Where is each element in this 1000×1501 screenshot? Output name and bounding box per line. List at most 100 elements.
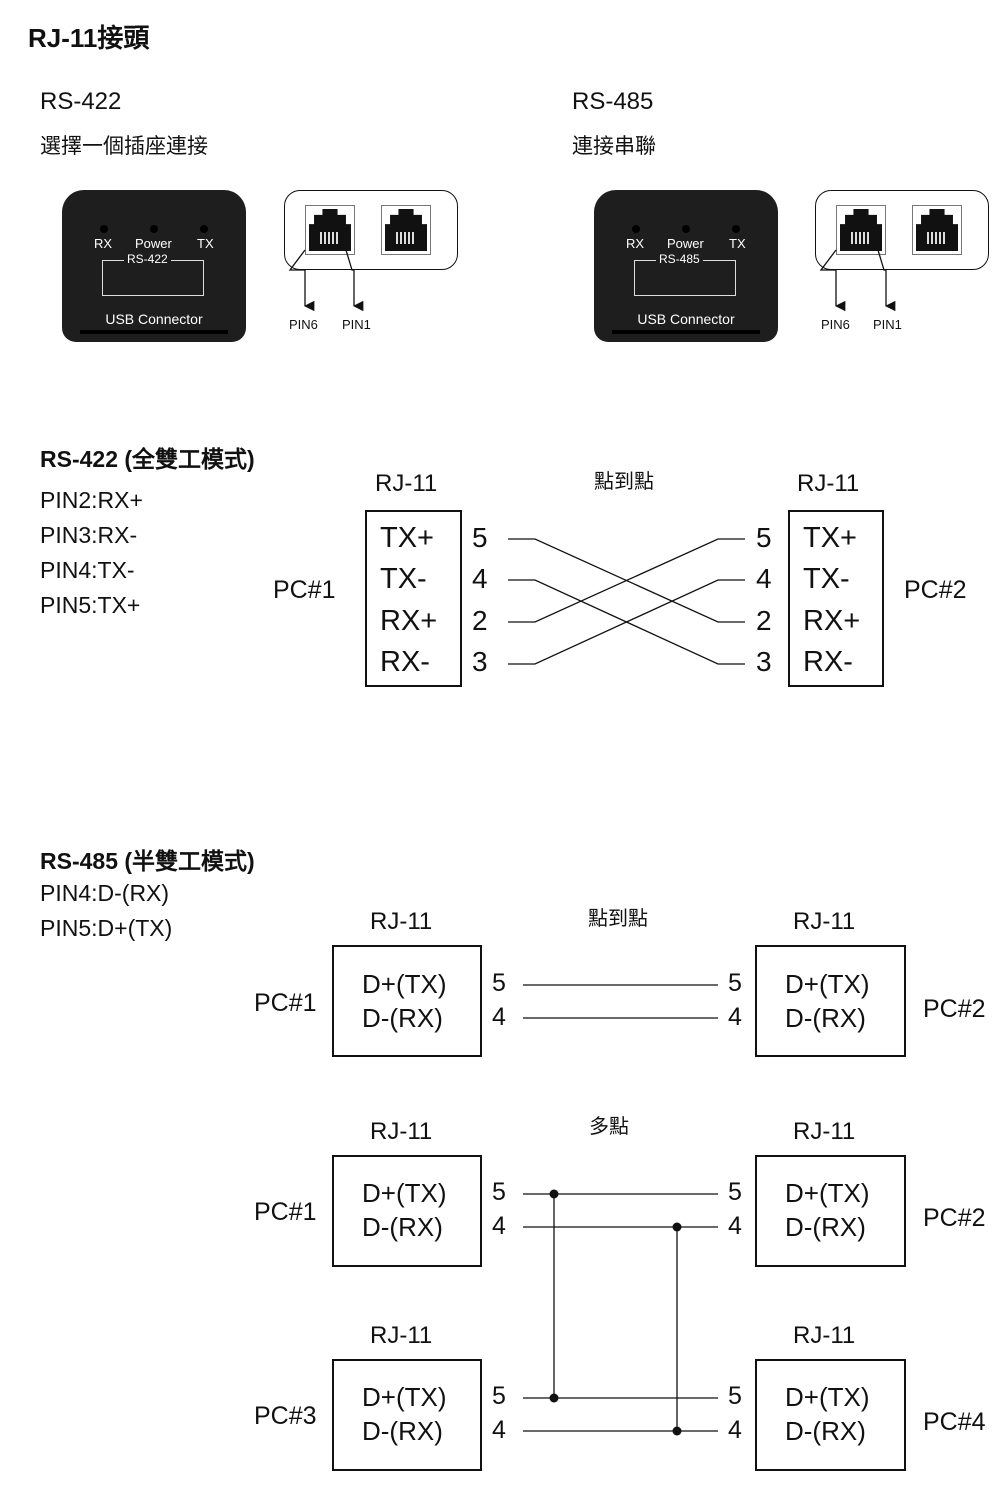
pin1-label: PIN1	[873, 317, 902, 332]
rs485-multi-rj11-label: RJ-11	[793, 1118, 856, 1145]
signal-label: D-(RX)	[785, 1003, 866, 1033]
pin-assignment: PIN3:RX-	[40, 522, 138, 548]
rs485-p2p-rj11-left-label: RJ-11	[370, 908, 433, 935]
rs485-multi-node2-box: D+(TX) D-(RX)	[755, 1155, 906, 1267]
rj11-jack-icon	[836, 205, 886, 255]
pin6-label: PIN6	[289, 317, 318, 332]
rs422-rj11-left-label: RJ-11	[375, 470, 438, 497]
junction-dot	[672, 1426, 682, 1436]
signal-label: TX+	[380, 522, 434, 554]
signal-label: TX-	[803, 563, 850, 595]
rs485-multi-node4-box: D+(TX) D-(RX)	[755, 1359, 906, 1471]
pin-number: 5	[728, 1178, 742, 1206]
rs422-pc1-label: PC#1	[273, 576, 336, 604]
signal-label: RX+	[380, 605, 438, 637]
power-label: Power	[667, 236, 704, 251]
rx-label: RX	[94, 236, 113, 251]
tx-label: TX	[729, 236, 746, 251]
rs485-p2p-rj11-right-label: RJ-11	[793, 908, 856, 935]
rs422-wire-rx-plus	[508, 538, 745, 623]
pin-number: 2	[472, 605, 488, 636]
rs485-multi-rj11-label: RJ-11	[793, 1322, 856, 1349]
rx-led-icon	[100, 225, 108, 233]
pin-number: 4	[728, 1212, 742, 1240]
tx-led-icon	[732, 225, 740, 233]
junction-dot	[549, 1393, 559, 1403]
signal-label: D+(TX)	[785, 969, 870, 999]
pin-number: 5	[756, 522, 772, 553]
pin-number: 3	[756, 646, 772, 677]
rs422-connector-heading: RS-422	[40, 88, 122, 115]
signal-label: D+(TX)	[362, 1178, 447, 1208]
rs485-multi-node3-box: D+(TX) D-(RX)	[332, 1359, 482, 1471]
rs422-heading: RS-422 (全雙工模式)	[40, 446, 255, 472]
usb-adapter-rs422-image: RX Power TX RS-422 USB Connector	[62, 190, 246, 345]
rs485-multipoint-label: 多點	[589, 1116, 629, 1138]
rs485-p2p-pc1-label: PC#1	[254, 989, 317, 1017]
rx-label: RX	[626, 236, 645, 251]
rs422-wire-rx-minus	[508, 579, 745, 665]
pin1-arrow-left	[345, 249, 364, 312]
rx-led-icon	[632, 225, 640, 233]
signal-label: RX+	[803, 605, 861, 637]
signal-label: D+(TX)	[362, 1382, 447, 1412]
rs485-connector-heading: RS-485	[572, 88, 654, 115]
signal-label: RX-	[803, 646, 853, 678]
rs422-pin-list: PIN2:RX+ PIN3:RX- PIN4:TX- PIN5:TX+	[40, 483, 143, 623]
pin-number: 5	[492, 1382, 506, 1410]
signal-label: TX-	[380, 563, 427, 595]
rs485-multi-pc2-label: PC#2	[923, 1204, 986, 1232]
rs422-pc2-label: PC#2	[904, 576, 967, 604]
rs485-multi-node1-box: D+(TX) D-(RX)	[332, 1155, 482, 1267]
junction-dot	[672, 1222, 682, 1232]
pin-number: 4	[756, 563, 772, 594]
rs485-p2p-right-box: D+(TX) D-(RX)	[755, 945, 906, 1057]
rs422-left-signal-box: TX+ TX- RX+ RX-	[365, 510, 462, 687]
rs485-multi-rj11-label: RJ-11	[370, 1118, 433, 1145]
rj11-jack-icon	[912, 205, 962, 255]
rs485-p2p-left-box: D+(TX) D-(RX)	[332, 945, 482, 1057]
pin6-arrow-left	[288, 249, 315, 312]
pin-number: 4	[728, 1416, 742, 1444]
pin-number: 4	[492, 1416, 506, 1444]
pin6-arrow-right	[819, 249, 846, 312]
rs485-pin-list: PIN4:D-(RX) PIN5:D+(TX)	[40, 876, 172, 946]
rs422-rj11-right-label: RJ-11	[797, 470, 860, 497]
junction-dot	[549, 1189, 559, 1199]
pin-assignment: PIN2:RX+	[40, 487, 143, 513]
mode-label: RS-422	[124, 252, 171, 266]
pin-number: 4	[728, 1003, 742, 1031]
pin-number: 5	[728, 969, 742, 997]
signal-label: D+(TX)	[362, 969, 447, 999]
rs485-multi-pc3-label: PC#3	[254, 1402, 317, 1430]
signal-label: TX+	[803, 522, 857, 554]
signal-label: D+(TX)	[785, 1382, 870, 1412]
tx-label: TX	[197, 236, 214, 251]
rj11-jack-panel-right	[815, 190, 989, 270]
rs422-point-to-point-label: 點到點	[594, 471, 654, 493]
pin1-label: PIN1	[342, 317, 371, 332]
usb-connector-label: USB Connector	[637, 311, 735, 327]
rj11-jack-icon	[381, 205, 431, 255]
tx-led-icon	[200, 225, 208, 233]
usb-adapter-rs485-image: RX Power TX RS-485 USB Connector	[594, 190, 778, 345]
mode-label: RS-485	[656, 252, 703, 266]
rj11-jack-icon	[305, 205, 355, 255]
pin6-label: PIN6	[821, 317, 850, 332]
pin-number: 5	[492, 1178, 506, 1206]
rs422-right-signal-box: TX+ TX- RX+ RX-	[788, 510, 884, 687]
signal-label: D-(RX)	[362, 1003, 443, 1033]
rs422-connector-subheading: 選擇一個插座連接	[40, 135, 208, 158]
power-label: Power	[135, 236, 172, 251]
signal-label: D-(RX)	[785, 1416, 866, 1446]
rj11-jack-panel-left	[284, 190, 458, 270]
signal-label: D-(RX)	[362, 1212, 443, 1242]
rs485-point-to-point-label: 點到點	[588, 908, 648, 930]
pin-number: 5	[492, 969, 506, 997]
rs485-connector-subheading: 連接串聯	[572, 135, 656, 158]
pin-number: 4	[472, 563, 488, 594]
signal-label: RX-	[380, 646, 430, 678]
rs485-multi-pc4-label: PC#4	[923, 1408, 986, 1436]
rs485-heading: RS-485 (半雙工模式)	[40, 848, 255, 874]
